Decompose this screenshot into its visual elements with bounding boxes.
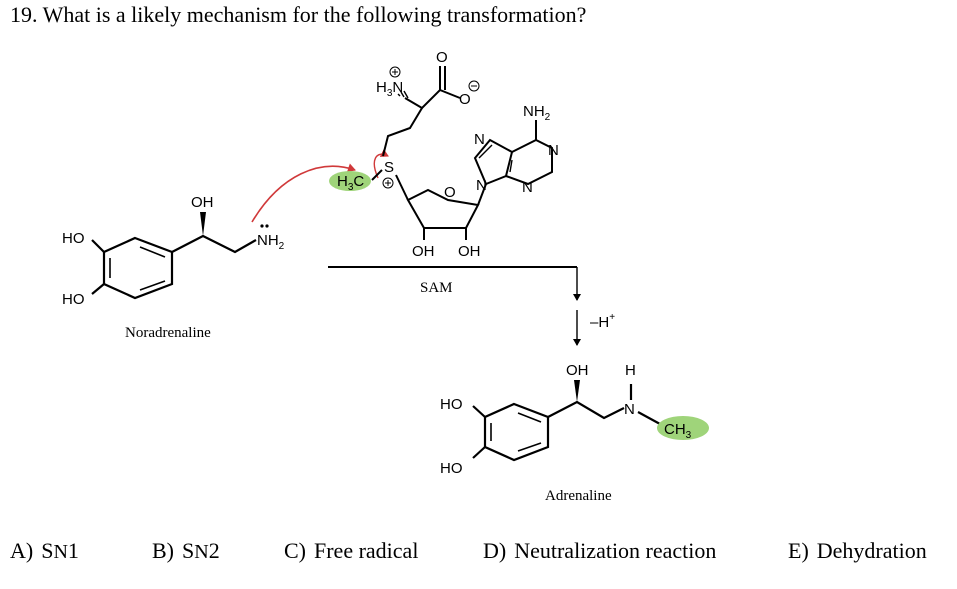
sam-h3n: H3N [376,79,403,99]
choice-a[interactable]: A) SN1 [10,538,79,564]
adrenaline-ho-bottom: HO [440,460,463,477]
choice-c-letter: C) [284,538,306,563]
choice-b-prefix: S [182,538,195,563]
choice-a-letter: A) [10,538,34,563]
choice-b-suffix: 2 [208,538,220,563]
adrenaline-structure [472,384,661,462]
choice-b-subscript: N [194,541,209,563]
adrenaline-ch3: CH3 [664,421,692,441]
adrenaline-methyl-highlight [657,416,709,440]
bond-break-arrow [373,148,389,179]
sam-n3: N [522,179,533,196]
noradrenaline-wedge [200,212,206,236]
choice-c[interactable]: C) Free radical [284,538,418,564]
choice-d-text: Neutralization reaction [514,538,717,563]
choice-b[interactable]: B) SN2 [152,538,220,564]
sam-oh-left: OH [412,243,435,260]
lone-pair-dot [260,224,264,228]
sam-n1: N [548,142,559,159]
sam-carboxylate-o: O [459,91,471,108]
choice-e-text: Dehydration [816,538,927,563]
noradrenaline-oh: OH [191,194,214,211]
choice-a-suffix: 1 [67,538,79,563]
sam-nh2: NH2 [523,103,551,123]
choice-d-letter: D) [483,538,507,563]
adrenaline-ho-top: HO [440,396,463,413]
adrenaline-oh: OH [566,362,589,379]
noradrenaline-ho-top: HO [62,230,85,247]
deprotonation-label: –H+ [590,312,615,331]
sam-n9: N [476,177,487,194]
lone-pair-dot [265,224,269,228]
noradrenaline-ho-bottom: HO [62,291,85,308]
choice-d[interactable]: D) Neutralization reaction [483,538,716,564]
noradrenaline-label: Noradrenaline [125,325,211,341]
sam-oh-right: OH [458,243,481,260]
sam-hashed-bond [397,90,409,99]
sam-methyl-bond [371,169,383,181]
reaction-arrow [328,266,581,346]
adrenaline-label: Adrenaline [545,488,612,504]
sam-structure [382,66,553,240]
noradrenaline-ring [102,236,174,300]
choice-b-letter: B) [152,538,174,563]
sam-sulfur: S [384,159,394,176]
choice-a-prefix: S [41,538,54,563]
sam-methyl-highlight [329,171,371,191]
mechanism-arrow [251,163,356,223]
adrenaline-h: H [625,362,636,379]
adrenaline-n: N [624,401,635,418]
sam-ribose-o: O [444,184,456,201]
minus-charge-icon [468,80,480,92]
choice-e-letter: E) [788,538,809,563]
choice-e[interactable]: E) Dehydration [788,538,927,564]
noradrenaline-nh2: NH2 [257,232,285,252]
sam-carbonyl-o: O [436,49,448,66]
sam-label: SAM [420,280,453,296]
adrenaline-wedge [574,380,580,402]
plus-charge-icon [389,66,401,78]
noradrenaline-structure [91,234,257,300]
choice-a-subscript: N [53,541,68,563]
plus-charge-icon [382,177,394,189]
choice-c-text: Free radical [314,538,419,563]
question-title: 19. What is a likely mechanism for the f… [10,2,587,27]
sam-h3c: H3C [337,173,364,193]
sam-n7: N [474,131,485,148]
sam-ribose-ring [406,188,480,229]
adrenaline-ring [483,402,550,462]
